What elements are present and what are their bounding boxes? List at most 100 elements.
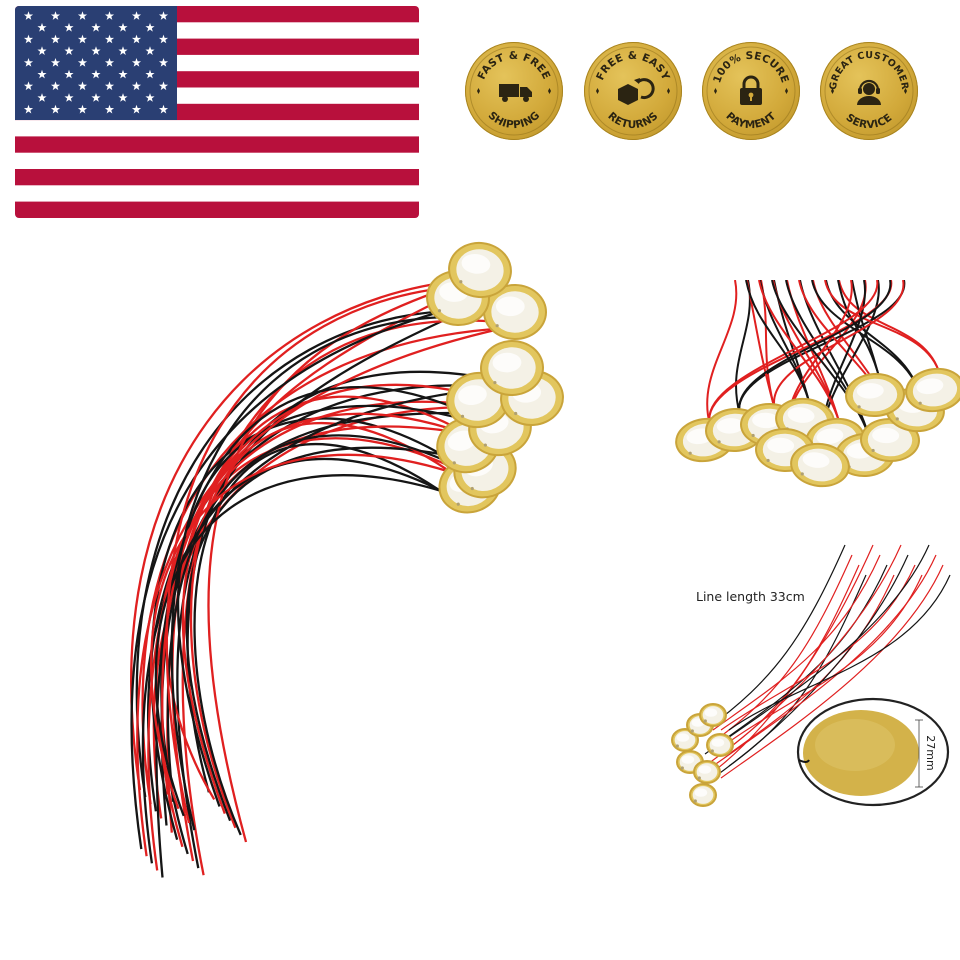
badge-bottom-text: SERVICE xyxy=(844,112,895,132)
flag-star xyxy=(91,69,101,79)
piezo-disc xyxy=(790,442,850,488)
flag-star xyxy=(131,81,142,91)
flag-star xyxy=(104,81,115,91)
svg-text:100% SECURE: 100% SECURE xyxy=(711,50,791,85)
wire xyxy=(704,544,846,731)
piezo-disc xyxy=(706,733,734,757)
flag-star xyxy=(91,93,101,102)
flag-graphic xyxy=(15,6,419,218)
flag-star xyxy=(50,58,61,67)
wire xyxy=(712,554,853,743)
flag-star xyxy=(131,104,142,114)
svg-text:RETURNS: RETURNS xyxy=(605,110,660,131)
wire xyxy=(193,442,460,836)
piezo-detail-diagram: 27mm xyxy=(671,544,951,807)
flag-star xyxy=(77,34,88,44)
wire xyxy=(150,417,458,841)
wire xyxy=(177,404,464,807)
badge-bottom-text: RETURNS xyxy=(605,110,660,131)
piezo-discs-wires xyxy=(130,241,564,878)
badge-top-text: 100% SECURE xyxy=(711,50,790,85)
flag-star xyxy=(23,58,34,67)
svg-text:PAYMENT: PAYMENT xyxy=(723,110,778,131)
badge-fast-free-shipping: FAST & FREE SHIPPING xyxy=(465,42,563,140)
flag-star xyxy=(23,34,34,44)
wire xyxy=(706,280,738,426)
truck-icon xyxy=(499,84,532,102)
flag-star xyxy=(145,46,155,55)
flag-star xyxy=(50,34,61,44)
flag-star xyxy=(23,11,34,20)
disc-group xyxy=(671,703,734,807)
flag-star xyxy=(50,11,61,20)
flag-star xyxy=(131,11,142,20)
flag-star xyxy=(77,58,88,67)
piezo-disc xyxy=(689,783,717,807)
piezo-discs-cluster xyxy=(675,280,960,488)
wire xyxy=(773,280,905,411)
svg-text:SHIPPING: SHIPPING xyxy=(486,109,543,131)
wire xyxy=(712,554,881,731)
flag-star xyxy=(158,34,169,44)
flag-star xyxy=(145,93,155,102)
svg-text:FAST & FREE: FAST & FREE xyxy=(476,50,553,81)
diameter-label: 27mm xyxy=(924,735,937,770)
wire xyxy=(760,280,776,411)
piezo-disc xyxy=(483,283,547,341)
wire-bundle xyxy=(130,278,526,878)
flag-star xyxy=(37,22,47,32)
flag-star xyxy=(118,22,128,32)
wire xyxy=(207,278,474,843)
flag-star xyxy=(37,93,47,102)
flag-star xyxy=(64,69,74,79)
wire xyxy=(704,544,874,779)
badge-free-easy-returns: FREE & EASY RETURNS xyxy=(584,42,682,140)
badge-secure-payment: 100% SECURE PAYMENT xyxy=(702,42,800,140)
wire xyxy=(130,309,444,850)
wire xyxy=(181,319,501,876)
flag-star xyxy=(158,11,169,20)
flag-star xyxy=(104,58,115,67)
wire xyxy=(161,412,494,795)
flag-star xyxy=(104,104,115,114)
flag-star xyxy=(37,46,47,55)
return-box-icon xyxy=(618,78,655,105)
wire xyxy=(141,385,506,864)
wire xyxy=(811,280,921,396)
flag-stars xyxy=(23,11,169,114)
wire xyxy=(165,284,466,824)
zoom-callout: 27mm xyxy=(796,697,950,807)
headset-agent-icon xyxy=(857,79,881,105)
padlock-icon xyxy=(740,75,762,105)
wire xyxy=(720,564,888,743)
flag-star xyxy=(118,69,128,79)
flag-star xyxy=(77,104,88,114)
wire xyxy=(150,453,475,810)
wire xyxy=(728,574,951,731)
wire xyxy=(824,280,941,376)
flag-star xyxy=(104,34,115,44)
flag-star xyxy=(64,46,74,55)
flag-star xyxy=(158,81,169,91)
flag-star xyxy=(64,93,74,102)
flag-star xyxy=(77,81,88,91)
wire xyxy=(745,280,811,406)
wire xyxy=(758,280,841,426)
flag-star xyxy=(131,34,142,44)
disc-stack xyxy=(426,241,564,514)
wire xyxy=(189,421,471,829)
flag-star xyxy=(118,93,128,102)
wire xyxy=(147,383,518,871)
flag-star xyxy=(91,46,101,55)
wire xyxy=(708,280,879,426)
wire xyxy=(155,386,468,878)
disc-cluster xyxy=(675,367,960,488)
line-length-label: Line length 33cm xyxy=(696,589,805,604)
wire xyxy=(170,315,448,831)
badge-bottom-text: PAYMENT xyxy=(723,110,778,131)
flag-star xyxy=(158,104,169,114)
flag-star xyxy=(64,22,74,32)
badge-top-text: FREE & EASY xyxy=(594,50,671,82)
piezo-disc xyxy=(693,760,721,784)
piezo-disc xyxy=(448,241,512,299)
